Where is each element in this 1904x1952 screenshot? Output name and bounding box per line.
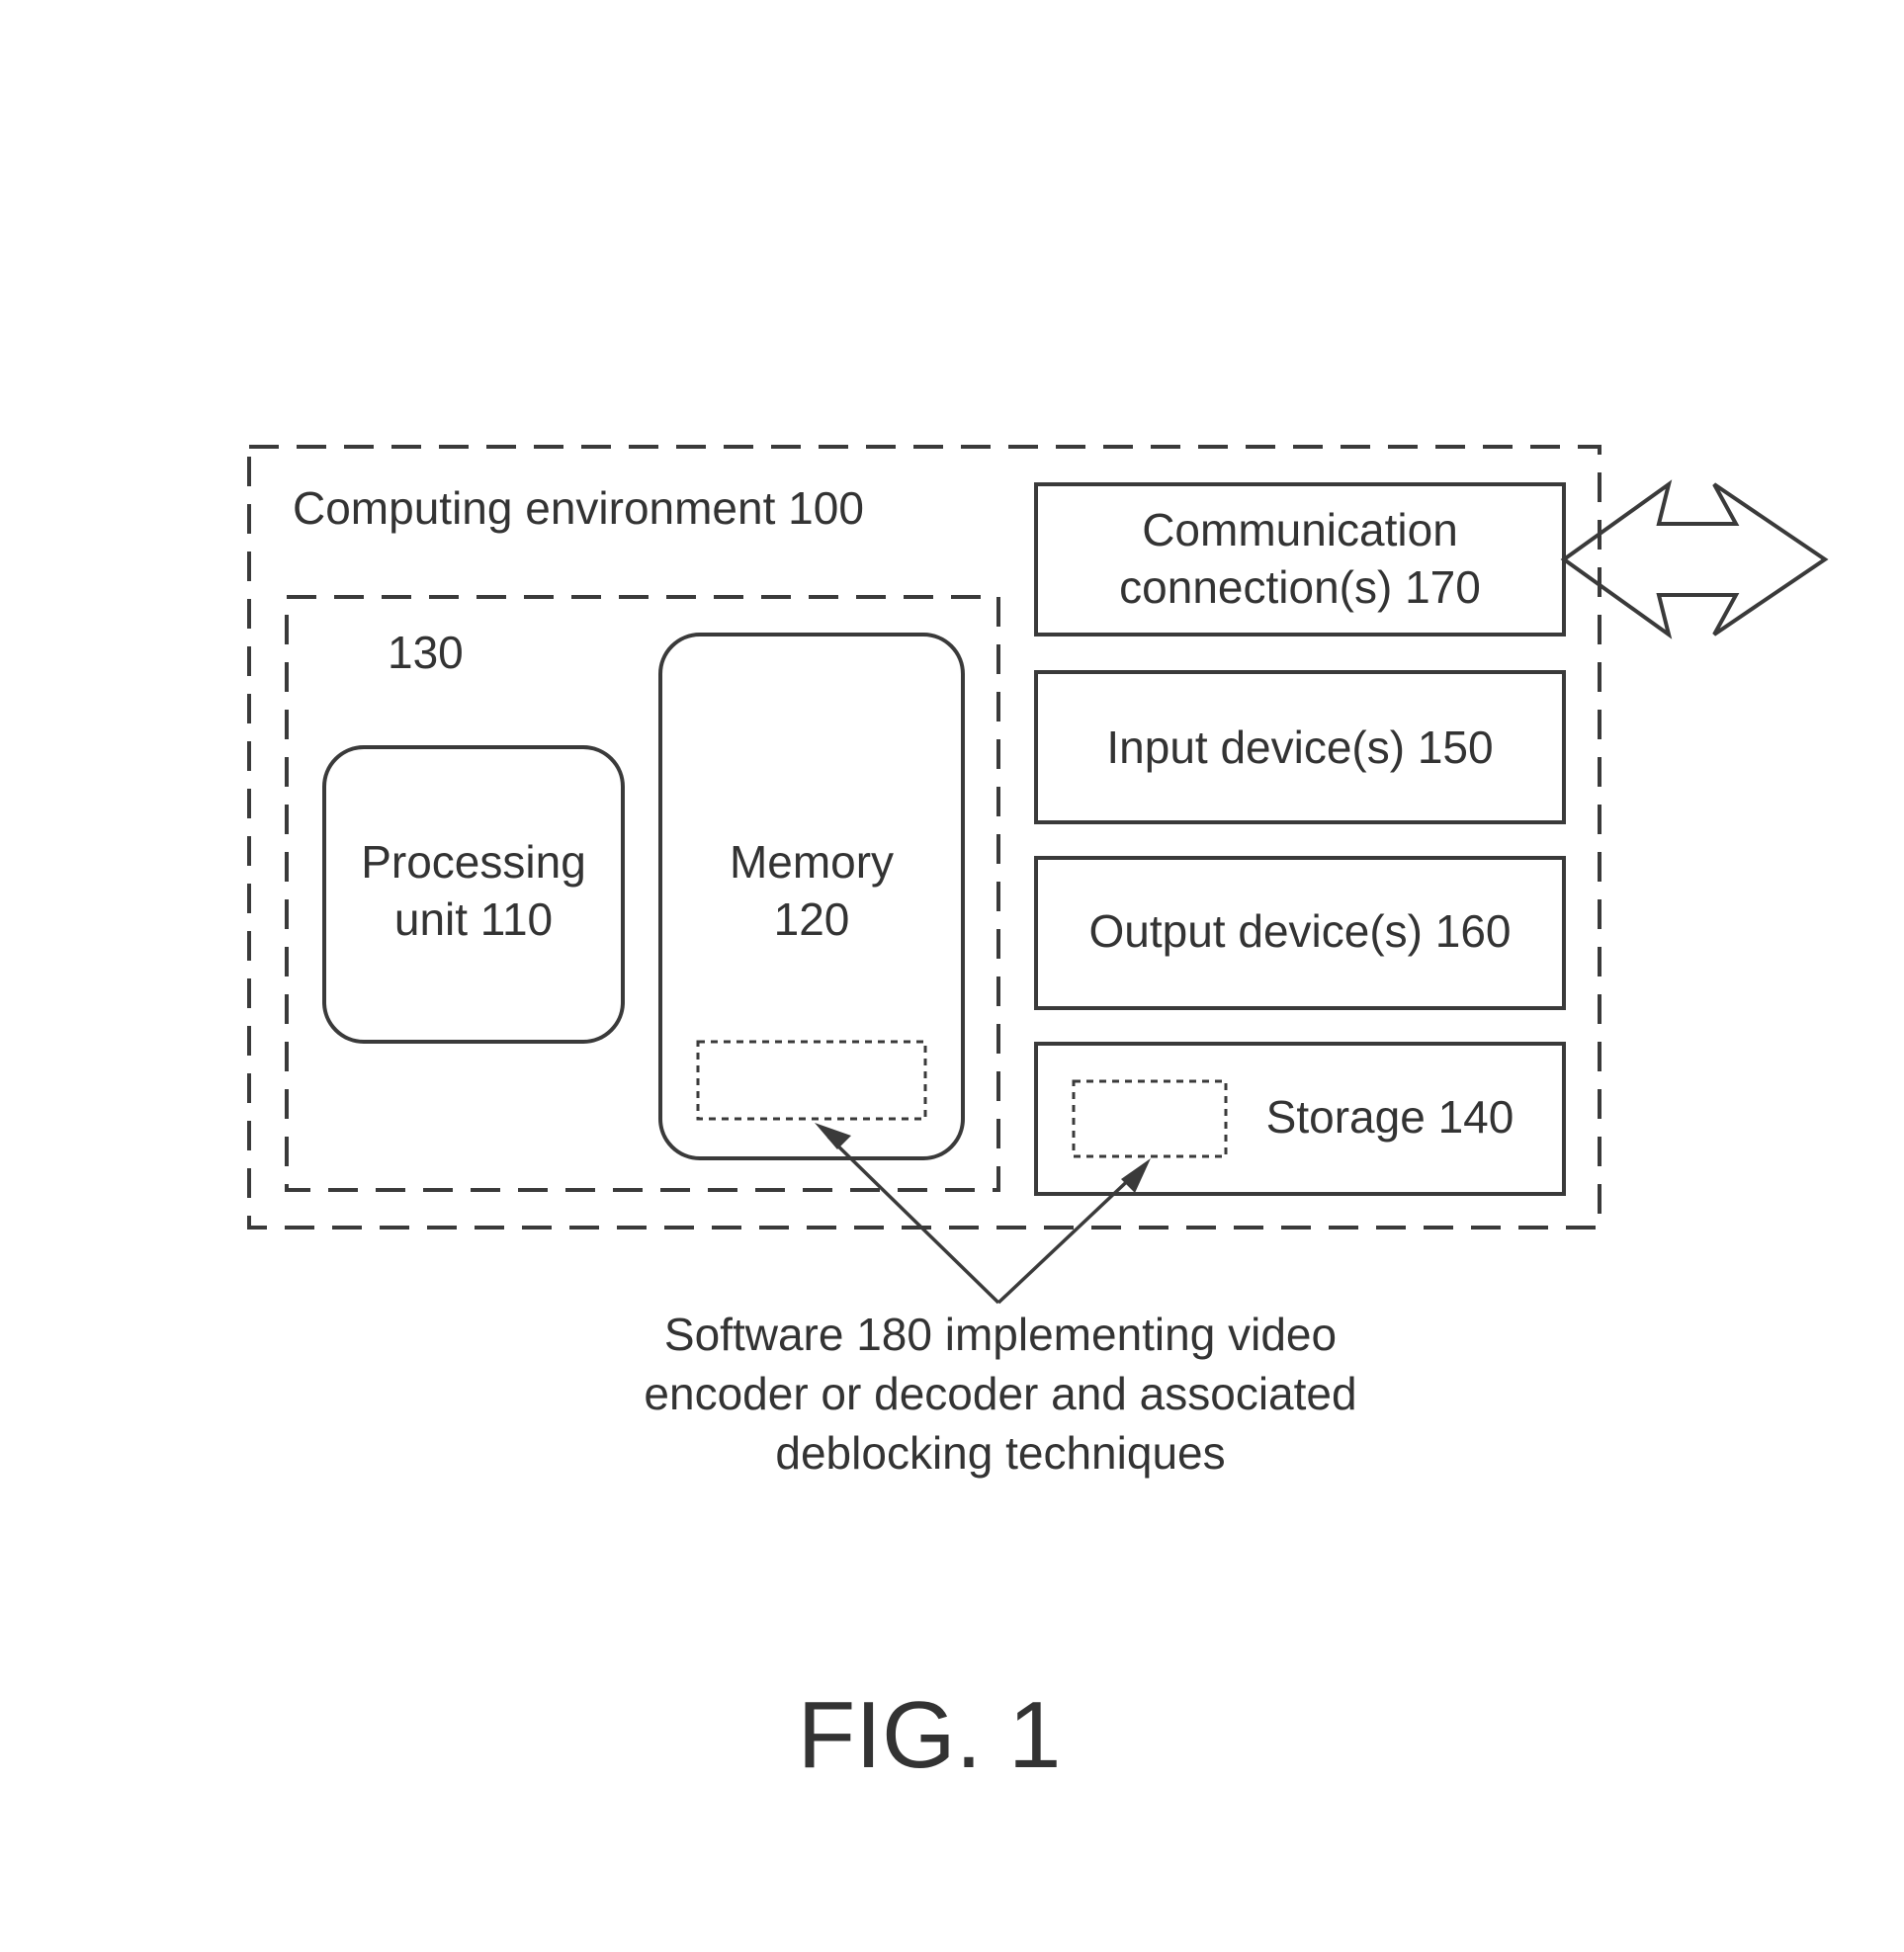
- processing-unit-label-line2: unit 110: [394, 893, 553, 945]
- core-group-label: 130: [388, 627, 464, 678]
- communication-label-line1: Communication: [1142, 504, 1458, 555]
- figure-label: FIG. 1: [798, 1682, 1062, 1788]
- computing-environment-label: Computing environment 100: [293, 482, 864, 534]
- software-caption-line1: Software 180 implementing video: [664, 1309, 1337, 1360]
- pointer-line-to-storage: [996, 1170, 1139, 1305]
- pointer-arrowhead-memory: [815, 1123, 851, 1149]
- storage-software-slot: [1072, 1079, 1228, 1158]
- output-devices-label: Output device(s) 160: [1088, 905, 1511, 957]
- pointer-arrowhead-storage: [1121, 1158, 1151, 1193]
- bidirectional-arrow-icon: [1560, 479, 1829, 639]
- processing-unit-label-line1: Processing: [361, 836, 586, 888]
- memory-label-line2: 120: [774, 893, 850, 945]
- computing-environment-boundary: [247, 445, 1601, 1230]
- core-group-boundary: [285, 595, 1000, 1192]
- processing-unit-box: [322, 745, 625, 1044]
- memory-box: [658, 633, 965, 1160]
- storage-box: [1034, 1042, 1566, 1196]
- input-devices-label: Input device(s) 150: [1106, 721, 1493, 773]
- storage-label: Storage 140: [1266, 1091, 1515, 1143]
- memory-label-line1: Memory: [730, 836, 894, 888]
- software-caption-line2: encoder or decoder and associated: [644, 1368, 1356, 1419]
- communication-label-line2: connection(s) 170: [1119, 561, 1481, 613]
- software-caption-line3: deblocking techniques: [775, 1427, 1225, 1479]
- pointer-line-to-memory: [826, 1135, 1000, 1305]
- input-devices-box: [1034, 670, 1566, 824]
- memory-software-slot: [696, 1040, 927, 1121]
- output-devices-box: [1034, 856, 1566, 1010]
